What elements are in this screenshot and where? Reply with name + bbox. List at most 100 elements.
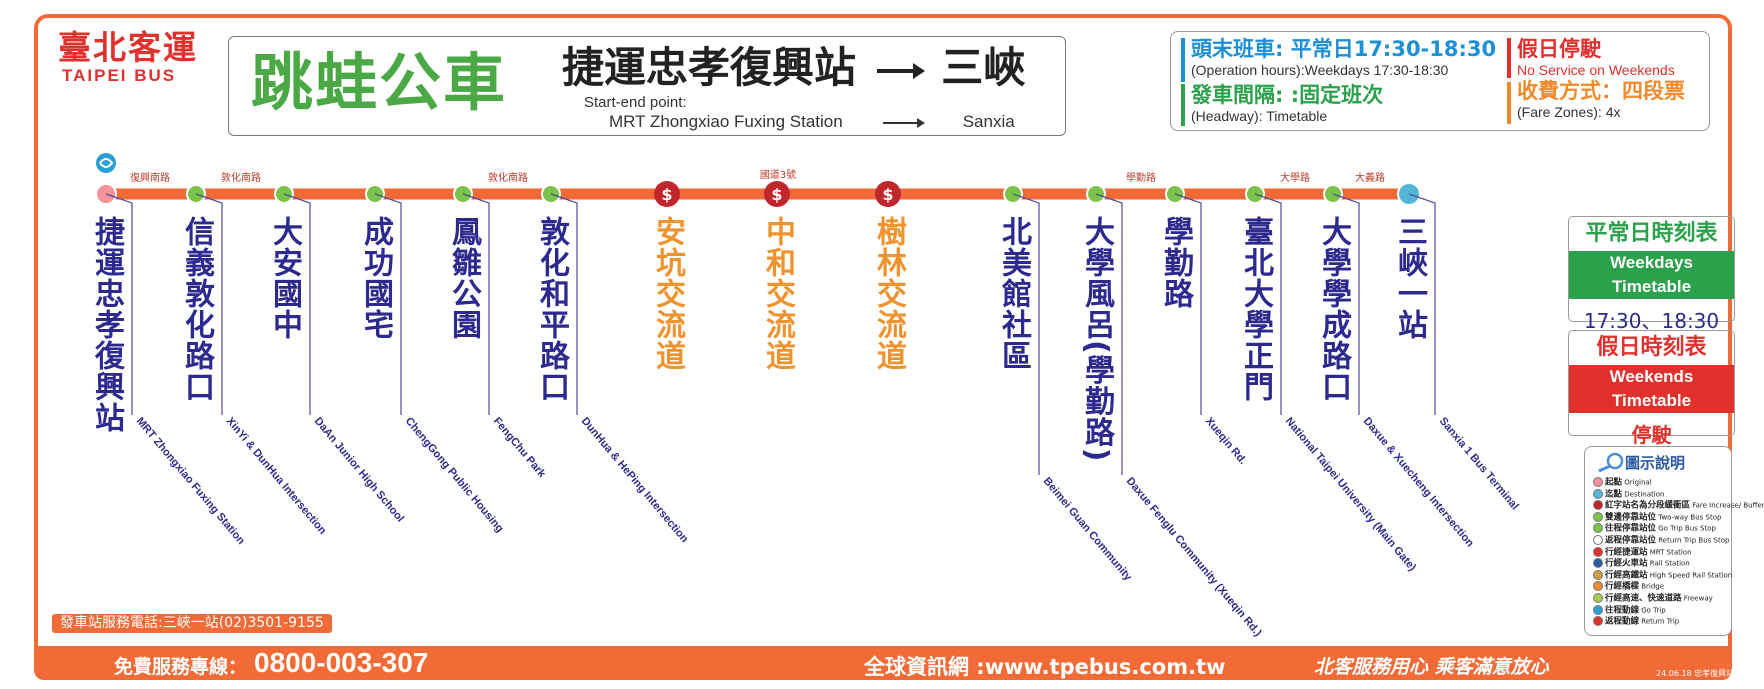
- route-title-en: MRT Zhongxiao Fuxing Station Sanxia: [609, 112, 1015, 132]
- legend-label-en: Fare Increase/ Buffer Zone: [1692, 501, 1764, 510]
- stop-name-en: DaAn Junior High School: [312, 415, 406, 524]
- stop-leader-line: [105, 193, 133, 415]
- weekday-times: 17:30、18:30: [1583, 309, 1720, 333]
- legend-label-zh: 返程停靠站位: [1605, 535, 1657, 546]
- legend-symbol-icon: [1593, 604, 1603, 615]
- stop-leader-line: [1332, 193, 1360, 415]
- terminal-phone: 發車站服務電話:三峽一站(02)3501-9155: [52, 614, 332, 633]
- mrt-logo-icon: [99, 158, 114, 168]
- legend-label-en: Go Trip Bus Stop: [1656, 524, 1716, 533]
- stop-name-zh: 大學學成路口: [1316, 216, 1351, 402]
- stop-leader-line: [550, 193, 578, 415]
- legend-label-zh: 行經捷運站: [1605, 547, 1648, 558]
- legend-label-zh: 往程動線: [1605, 605, 1640, 616]
- legend-symbol-icon: [1593, 546, 1603, 557]
- legend-label-en: Go Trip: [1639, 606, 1666, 615]
- legend-label-zh: 行經火車站: [1605, 558, 1648, 569]
- legend-title: 圖示說明: [1625, 454, 1686, 472]
- slogan: 北客服務用心 乘客滿意放心: [1314, 656, 1549, 678]
- stop-name-en: FengChu Park: [491, 415, 549, 481]
- service-info-panel: 頭末班車: 平常日17:30-18:30 (Operation hours):W…: [1170, 31, 1710, 131]
- brand-name: 跳蛙公車: [251, 46, 508, 119]
- mrt-station-icon: [96, 153, 116, 173]
- fare-zone-icon: [875, 181, 901, 207]
- road-label: 復興南路: [130, 171, 170, 184]
- hotline-label: 免費服務專線：: [114, 656, 248, 678]
- taipei-bus-logo: 臺北客運 TAIPEI BUS: [58, 30, 198, 86]
- legend-label-en: Original: [1622, 478, 1652, 487]
- legend-label-zh: 紅字站名為分段緩衝區: [1605, 500, 1691, 511]
- stop-name-en: Xueqin Rd.: [1203, 415, 1249, 467]
- legend-label-zh: 返程動線: [1605, 616, 1640, 627]
- footer-bar: 免費服務專線： 0800-003-307 全球資訊網 :www.tpebus.c…: [34, 646, 1753, 680]
- stop-leader-line: [283, 193, 311, 415]
- legend-symbol-icon: [1593, 535, 1603, 545]
- weekend-title: 假日時刻表: [1596, 335, 1707, 360]
- stop-name-zh: 北美館社區: [996, 216, 1031, 371]
- stop-leader-line: [1012, 193, 1040, 475]
- road-label: 學勤路: [1126, 171, 1156, 184]
- legend-label-zh: 雙邊停靠站位: [1605, 512, 1657, 523]
- weekday-title: 平常日時刻表: [1585, 221, 1718, 246]
- weekend-timetable: 假日時刻表 Weekends Timetable 停駛: [1568, 330, 1735, 447]
- legend-symbol-icon: [1593, 569, 1603, 580]
- route-destination-en: Sanxia: [962, 112, 1015, 131]
- road-label: 大義路: [1355, 171, 1385, 184]
- stop-name-en: DunHua & HePing Intersection: [579, 415, 691, 545]
- legend-label-en: Bridge: [1639, 582, 1665, 591]
- legend-symbol-icon: [1593, 511, 1603, 522]
- info-bar-orange: [1507, 82, 1511, 124]
- logo-text-en: TAIPEI BUS: [62, 66, 177, 85]
- stop-name-zh: 捷運忠孝復興站: [89, 216, 124, 433]
- stop-name-zh: 成功國宅: [358, 216, 393, 340]
- info-bar-green: [1181, 84, 1185, 126]
- holiday-zh: 假日停駛: [1517, 37, 1601, 61]
- legend-item: 雙邊停靠站位 Two-way Bus Stop: [1593, 511, 1722, 523]
- legend-label-en: Freeway: [1681, 594, 1713, 603]
- stop-name-en: XinYi & DunHua Intersection: [224, 415, 329, 537]
- legend-symbol-icon: [1593, 477, 1603, 487]
- legend-symbol-icon: [1593, 558, 1603, 569]
- fare-en: (Fare Zones): 4x: [1517, 104, 1621, 120]
- route-label-en: Start-end point:: [584, 94, 687, 111]
- legend-label-zh: 行經橋樑: [1605, 581, 1640, 592]
- stop-leader-line: [1254, 193, 1282, 415]
- legend-label-en: Destination: [1622, 490, 1665, 499]
- info-bar-blue: [1181, 38, 1185, 82]
- logo-text-zh: 臺北客運: [58, 28, 198, 67]
- legend-label-en: Return Trip Bus Stop: [1656, 536, 1730, 545]
- stop-name-en: Sanxia 1 Bus Terminal: [1437, 415, 1521, 512]
- operation-hours-zh: 頭末班車: 平常日17:30-18:30: [1191, 37, 1497, 61]
- stop-name-en: MRT Zhongxiao Fuxing Station: [134, 415, 247, 547]
- legend-label-en: Two-way Bus Stop: [1656, 513, 1722, 522]
- legend-symbol-icon: [1593, 500, 1603, 511]
- route-origin-en: MRT Zhongxiao Fuxing Station: [609, 112, 843, 131]
- weekday-title-en: Weekdays Timetable: [1569, 251, 1734, 299]
- legend-item: 往程動線 Go Trip: [1593, 604, 1666, 616]
- route-map-frame: [34, 14, 1732, 680]
- legend-item: 行經高速、快速道路 Freeway: [1593, 593, 1713, 604]
- legend-label-zh: 行經高速、快速道路: [1605, 593, 1682, 604]
- headway-zh: 發車間隔: :固定班次: [1191, 83, 1384, 107]
- fare-zone-icon: [654, 181, 680, 207]
- stop-name-zh: 鳳雛公園: [446, 216, 481, 340]
- stop-name-zh: 三峽一站: [1392, 216, 1427, 340]
- headway-en: (Headway): Timetable: [1191, 108, 1328, 124]
- stop-name-zh: 大安國中: [267, 216, 302, 340]
- road-label: 敦化南路: [221, 171, 261, 184]
- stop-name-zh: 信義敦化路口: [179, 216, 214, 402]
- fare-zh: 收費方式：四段票: [1517, 79, 1685, 103]
- website: 全球資訊網 :www.tpebus.com.tw: [864, 655, 1226, 679]
- legend-item: 迄點 Destination: [1593, 488, 1665, 499]
- stop-name-zh: 敦化和平路口: [534, 216, 569, 402]
- stop-name-zh: 樹林交流道: [871, 216, 906, 371]
- legend-item: 往程停靠站位 Go Trip Bus Stop: [1593, 523, 1716, 534]
- stop-name-zh: 臺北大學正門: [1238, 216, 1273, 402]
- legend-symbol-icon: [1593, 593, 1603, 603]
- legend-item: 返程停靠站位 Return Trip Bus Stop: [1593, 535, 1729, 546]
- stop-leader-line: [1174, 193, 1202, 415]
- legend-label-zh: 起點: [1605, 477, 1623, 488]
- stop-name-en: Beimei Guan Community: [1041, 475, 1135, 584]
- stop-name-zh: 學勤路: [1158, 216, 1193, 309]
- stop-name-en: Daxue Fenglu Community (Xueqin Rd.): [1124, 475, 1264, 639]
